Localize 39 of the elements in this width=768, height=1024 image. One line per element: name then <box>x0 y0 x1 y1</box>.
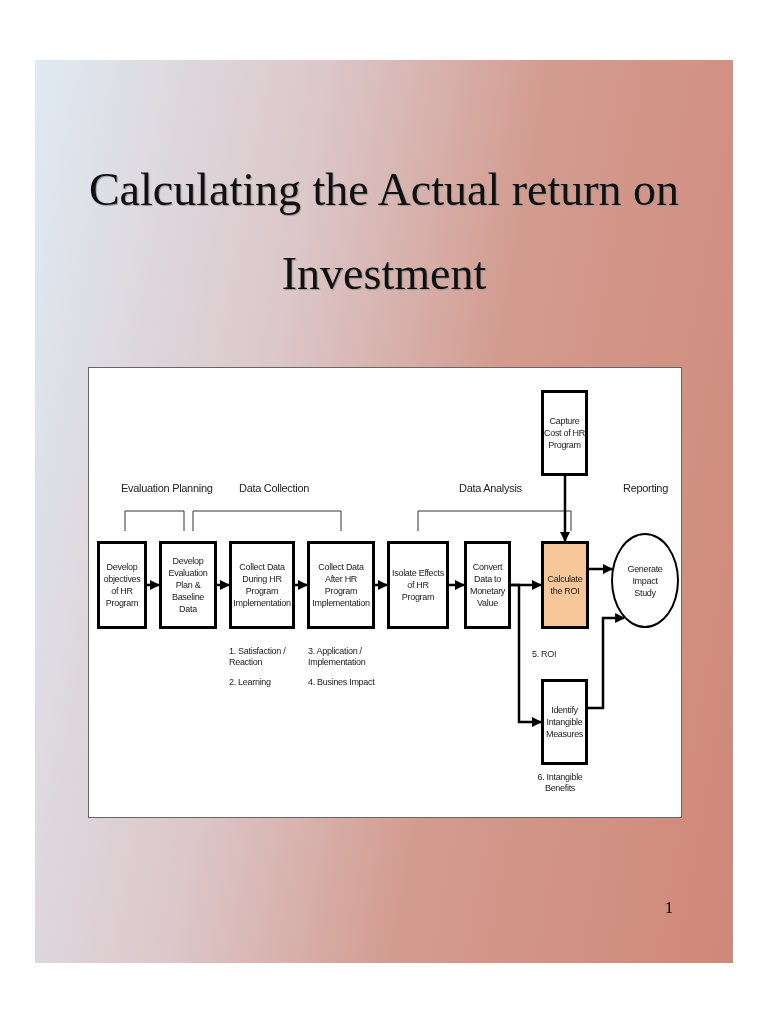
phase-label: Data Collection <box>239 482 310 494</box>
slide-title: Calculating the Actual return on Investment <box>87 163 681 301</box>
phase-label: Reporting <box>623 482 668 494</box>
arrow <box>511 583 542 727</box>
arrow <box>147 580 160 590</box>
outcome-label: 3. Application / Implementation <box>308 646 367 668</box>
arrow <box>217 580 230 590</box>
process-box <box>307 541 375 629</box>
arrow <box>449 580 465 590</box>
outcome-label: 2. Learning <box>229 677 272 688</box>
node-label: Identify Intangible Measures <box>544 704 585 740</box>
phase-label: Evaluation Planning <box>121 482 213 494</box>
process-box <box>541 390 588 476</box>
outcome-label: 6. Intangible Benefits <box>536 772 584 794</box>
outcome-label: 4. Busines Impact <box>308 677 376 688</box>
node-label: Collect Data During HR Program Implementation <box>232 561 292 609</box>
process-box <box>97 541 147 629</box>
process-box <box>464 541 511 629</box>
node-label: Capture Cost of HR Program <box>544 415 585 451</box>
outcome-label: 1. Satisfaction / Reaction <box>229 646 287 668</box>
outcome-label: 5. ROI <box>532 649 558 660</box>
node-label: Isolate Effects of HR Program <box>391 567 445 603</box>
node-label: Convert Data to Monetary Value <box>468 561 507 609</box>
process-box <box>541 541 589 629</box>
process-box <box>541 679 588 765</box>
process-box <box>159 541 217 629</box>
arrow <box>295 580 308 590</box>
phase-label: Data Analysis <box>459 482 522 494</box>
process-box <box>387 541 449 629</box>
page-number: 1 <box>665 899 673 917</box>
node-label: Develop objectives of HR Program <box>102 561 142 609</box>
arrow <box>589 564 613 574</box>
arrow <box>375 580 388 590</box>
node-label: Calculate the ROI <box>546 573 584 597</box>
arrow <box>560 476 570 542</box>
node-label: Develop Evaluation Plan & Baseline Data <box>167 555 209 615</box>
process-box <box>229 541 295 629</box>
node-label: Collect Data After HR Program Implementation <box>311 561 371 609</box>
node-label: Generate Impact Study <box>626 562 664 599</box>
